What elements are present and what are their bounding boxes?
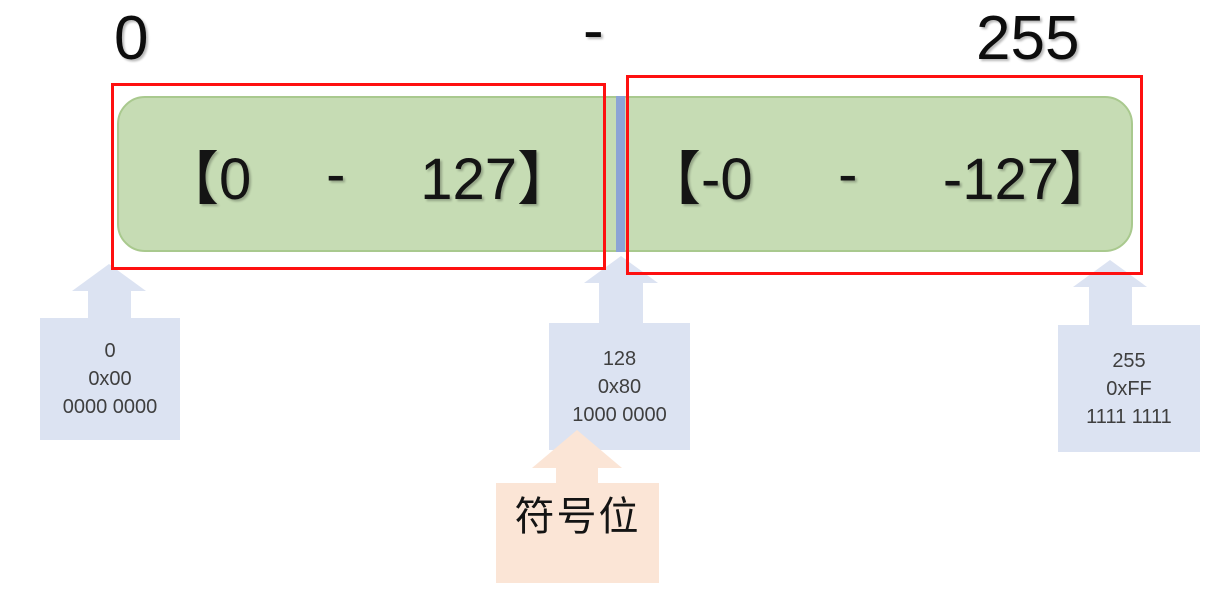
bar-right-end: -127】: [942, 147, 1117, 212]
top-label-zero: 0: [114, 4, 149, 73]
bar-left-end: 127】: [420, 147, 575, 212]
callout-128-decimal: 128: [602, 347, 637, 370]
arrow-head: [532, 430, 622, 468]
bar-right-range-text: 【-0 - -127】: [625, 96, 1133, 252]
arrow-stem: [599, 281, 643, 324]
callout-255-decimal: 255: [1112, 349, 1146, 372]
callout-zero-binary: 0000 0000: [62, 396, 158, 418]
callout-128-hex: 0x80: [597, 375, 642, 398]
bar-left-dash: -: [326, 141, 346, 207]
top-label-255: 255: [976, 4, 1080, 73]
bar-left-start: 【0: [161, 147, 252, 212]
callout-zero-decimal: 0: [104, 340, 116, 362]
top-label-dash: -: [583, 0, 604, 65]
callout-128-binary: 1000 0000: [572, 403, 667, 426]
callout-255-binary: 1111 1111: [1086, 405, 1172, 428]
arrow-stem: [556, 466, 598, 484]
bar-right-start: 【-0: [643, 147, 753, 212]
red-outline-right: [626, 75, 1143, 275]
bar-right-dash: -: [838, 141, 858, 207]
arrow-stem: [88, 289, 131, 319]
sign-bit-label: 符号位: [514, 495, 641, 539]
red-outline-left: [111, 83, 606, 270]
callout-zero: 0 0x00 0000 0000: [40, 318, 180, 440]
sign-bit-divider: [616, 96, 625, 252]
callout-zero-hex: 0x00: [88, 368, 132, 390]
callout-255: 255 0xFF 1111 1111: [1058, 325, 1200, 452]
callout-sign-bit: 符号位: [496, 483, 659, 583]
callout-255-hex: 0xFF: [1106, 377, 1152, 400]
callout-128: 128 0x80 1000 0000: [549, 323, 690, 450]
arrow-stem: [1089, 285, 1132, 326]
range-bar: [117, 96, 1133, 252]
bar-left-range-text: 【0 - 127】: [117, 96, 617, 252]
